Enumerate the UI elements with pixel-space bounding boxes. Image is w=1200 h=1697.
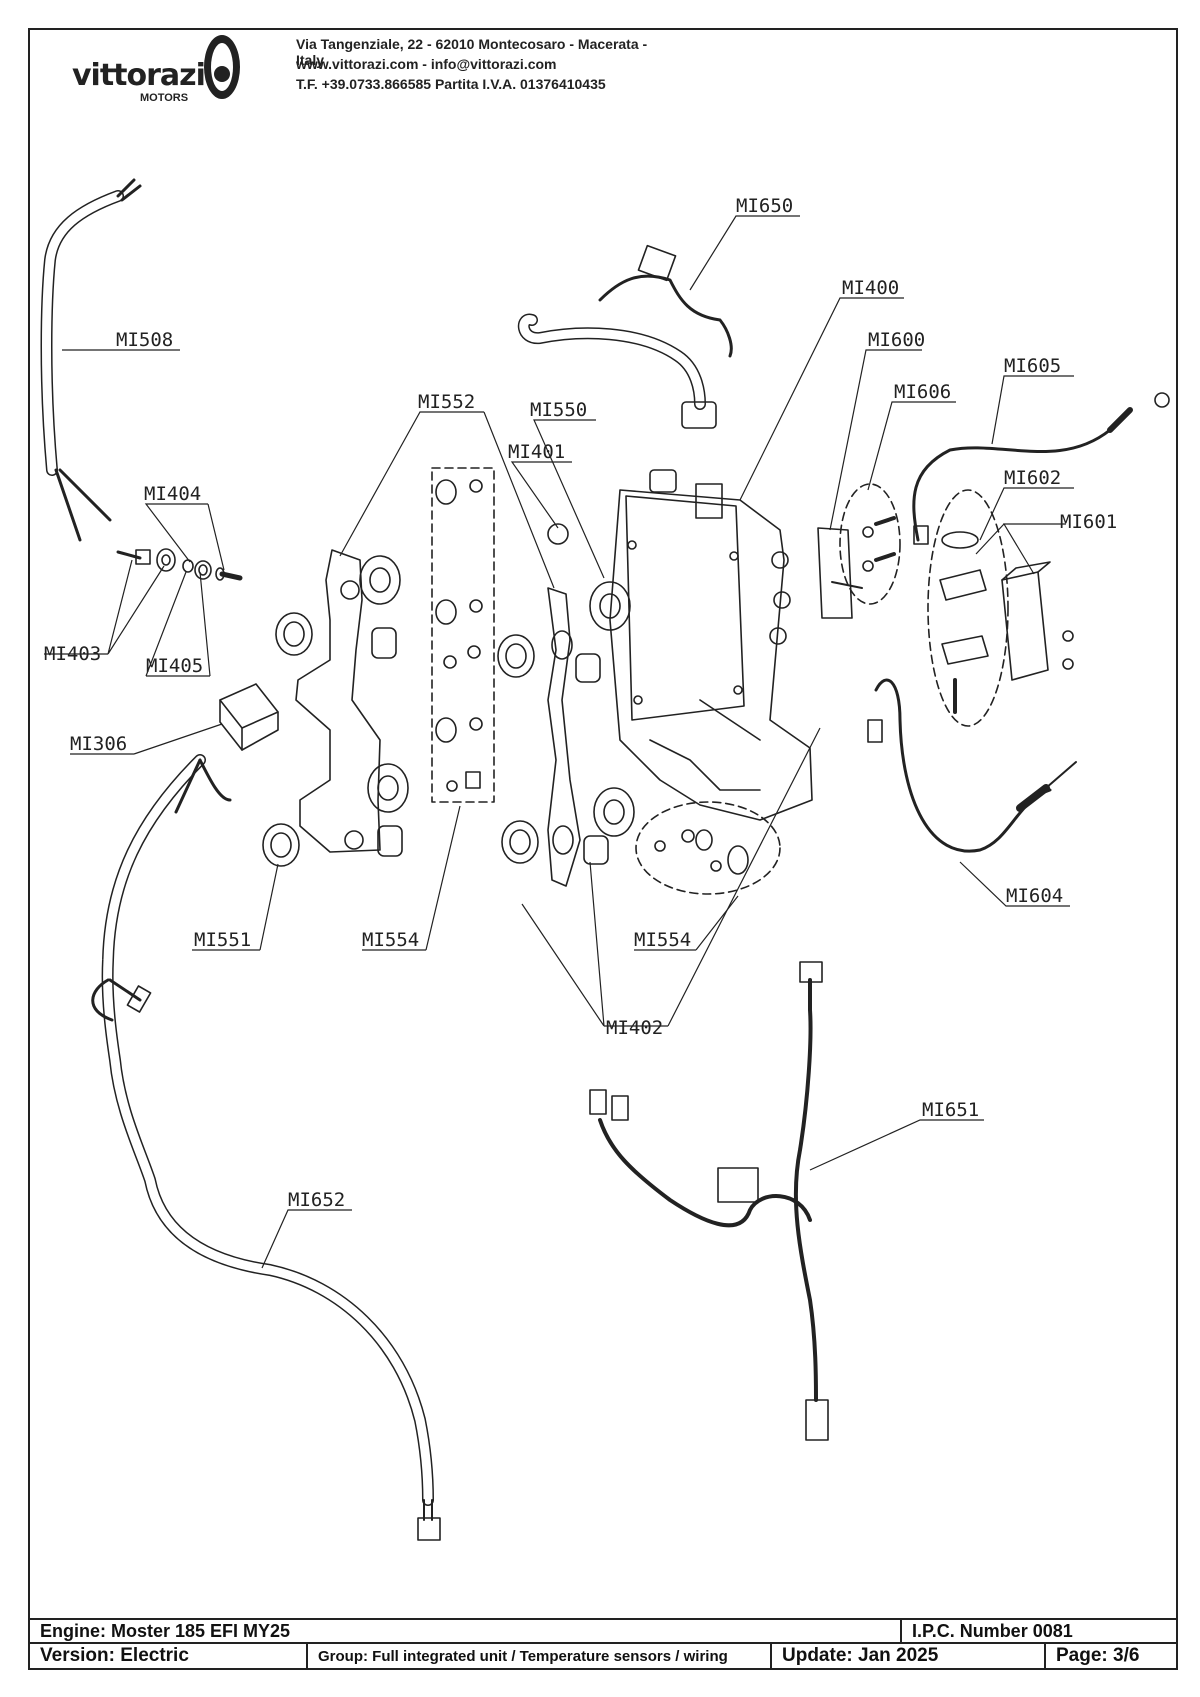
callout-mi306: MI306	[70, 733, 127, 755]
callout-mi554-right: MI554	[634, 929, 691, 951]
header: vittorazi MOTORS Via Tangenziale, 22 - 6…	[70, 30, 670, 110]
leader-mi404	[144, 503, 225, 571]
leader-mi554-left	[362, 805, 461, 951]
leader-mi400	[739, 297, 904, 501]
brand-subtitle: MOTORS	[140, 92, 189, 104]
leader-mi405	[145, 571, 211, 677]
leader-mi601	[975, 523, 1066, 575]
leader-mi552	[339, 411, 555, 589]
leader-mi554-right	[634, 895, 739, 951]
part-mi650-harness	[517, 244, 733, 429]
part-mi604-probe	[867, 678, 1077, 853]
leader-mi306	[70, 723, 223, 755]
part-mi606-screws	[839, 483, 901, 605]
leader-mi403	[44, 559, 165, 655]
callout-mi602: MI602	[1004, 467, 1061, 489]
part-mi554-right-clips	[635, 801, 781, 895]
leader-mi401	[510, 461, 572, 529]
update-cell: Update: Jan 2025	[770, 1642, 1046, 1670]
callout-mi402: MI402	[606, 1017, 663, 1039]
callout-mi405: MI405	[146, 655, 203, 677]
logo-eye-icon	[204, 35, 240, 99]
engine-cell: Engine: Moster 185 EFI MY25	[28, 1618, 902, 1644]
callout-mi551: MI551	[194, 929, 251, 951]
group-cell: Group: Full integrated unit / Temperatur…	[306, 1642, 772, 1670]
part-mi400-ecu-housing	[609, 469, 813, 821]
title-block: Engine: Moster 185 EFI MY25 I.P.C. Numbe…	[28, 1618, 1178, 1670]
part-mi651-harness	[589, 961, 829, 1441]
callout-mi606: MI606	[894, 381, 951, 403]
part-mi306-relay	[219, 683, 279, 751]
callout-mi550: MI550	[530, 399, 587, 421]
callout-mi554-left: MI554	[362, 929, 419, 951]
ipc-number-cell: I.P.C. Number 0081	[900, 1618, 1178, 1644]
leader-mi652	[261, 1209, 352, 1269]
part-mi605-sensor	[912, 392, 1170, 545]
leader-mi602	[979, 487, 1074, 541]
part-mi550-rollers-left	[262, 555, 409, 867]
callout-mi404: MI404	[144, 483, 201, 505]
leader-mi606	[867, 401, 956, 491]
callout-mi401: MI401	[508, 441, 565, 463]
leader-mi604	[959, 861, 1070, 907]
leader-mi605	[991, 375, 1074, 445]
part-mi403-fitting	[116, 548, 243, 581]
address-line-1: Via Tangenziale, 22 - 62010 Montecosaro …	[296, 36, 648, 68]
address-line-2: www.vittorazi.com - info@vittorazi.com	[296, 56, 557, 72]
part-mi508-cable	[40, 178, 142, 542]
part-mi554-left-clips	[431, 467, 495, 803]
leader-mi551	[192, 863, 279, 951]
callout-mi604: MI604	[1006, 885, 1063, 907]
leader-mi550	[533, 419, 605, 579]
callout-mi652: MI652	[288, 1189, 345, 1211]
version-cell: Version: Electric	[28, 1642, 308, 1670]
part-mi652-cable	[91, 754, 441, 1541]
leader-mi650	[689, 215, 800, 291]
callout-mi508: MI508	[116, 329, 173, 351]
page-number-cell: Page: 3/6	[1044, 1642, 1178, 1670]
callout-mi601: MI601	[1060, 511, 1117, 533]
address-line-3: T.F. +39.0733.866585 Partita I.V.A. 0137…	[296, 76, 606, 92]
part-mi552-left-plate	[295, 549, 381, 853]
callout-mi552: MI552	[418, 391, 475, 413]
callout-mi651: MI651	[922, 1099, 979, 1121]
part-mi601-mi602-group	[927, 489, 1074, 727]
part-mi600-gasket	[817, 527, 863, 619]
callout-mi650: MI650	[736, 195, 793, 217]
callout-mi605: MI605	[1004, 355, 1061, 377]
callout-mi400: MI400	[842, 277, 899, 299]
leader-mi600	[829, 349, 922, 531]
leader-mi651	[809, 1119, 984, 1171]
brand-logo: vittorazi	[72, 58, 206, 93]
callout-mi600: MI600	[868, 329, 925, 351]
leader-mi402	[521, 727, 821, 1027]
part-mi552-right-plate	[497, 523, 635, 887]
callout-mi403: MI403	[44, 643, 101, 665]
